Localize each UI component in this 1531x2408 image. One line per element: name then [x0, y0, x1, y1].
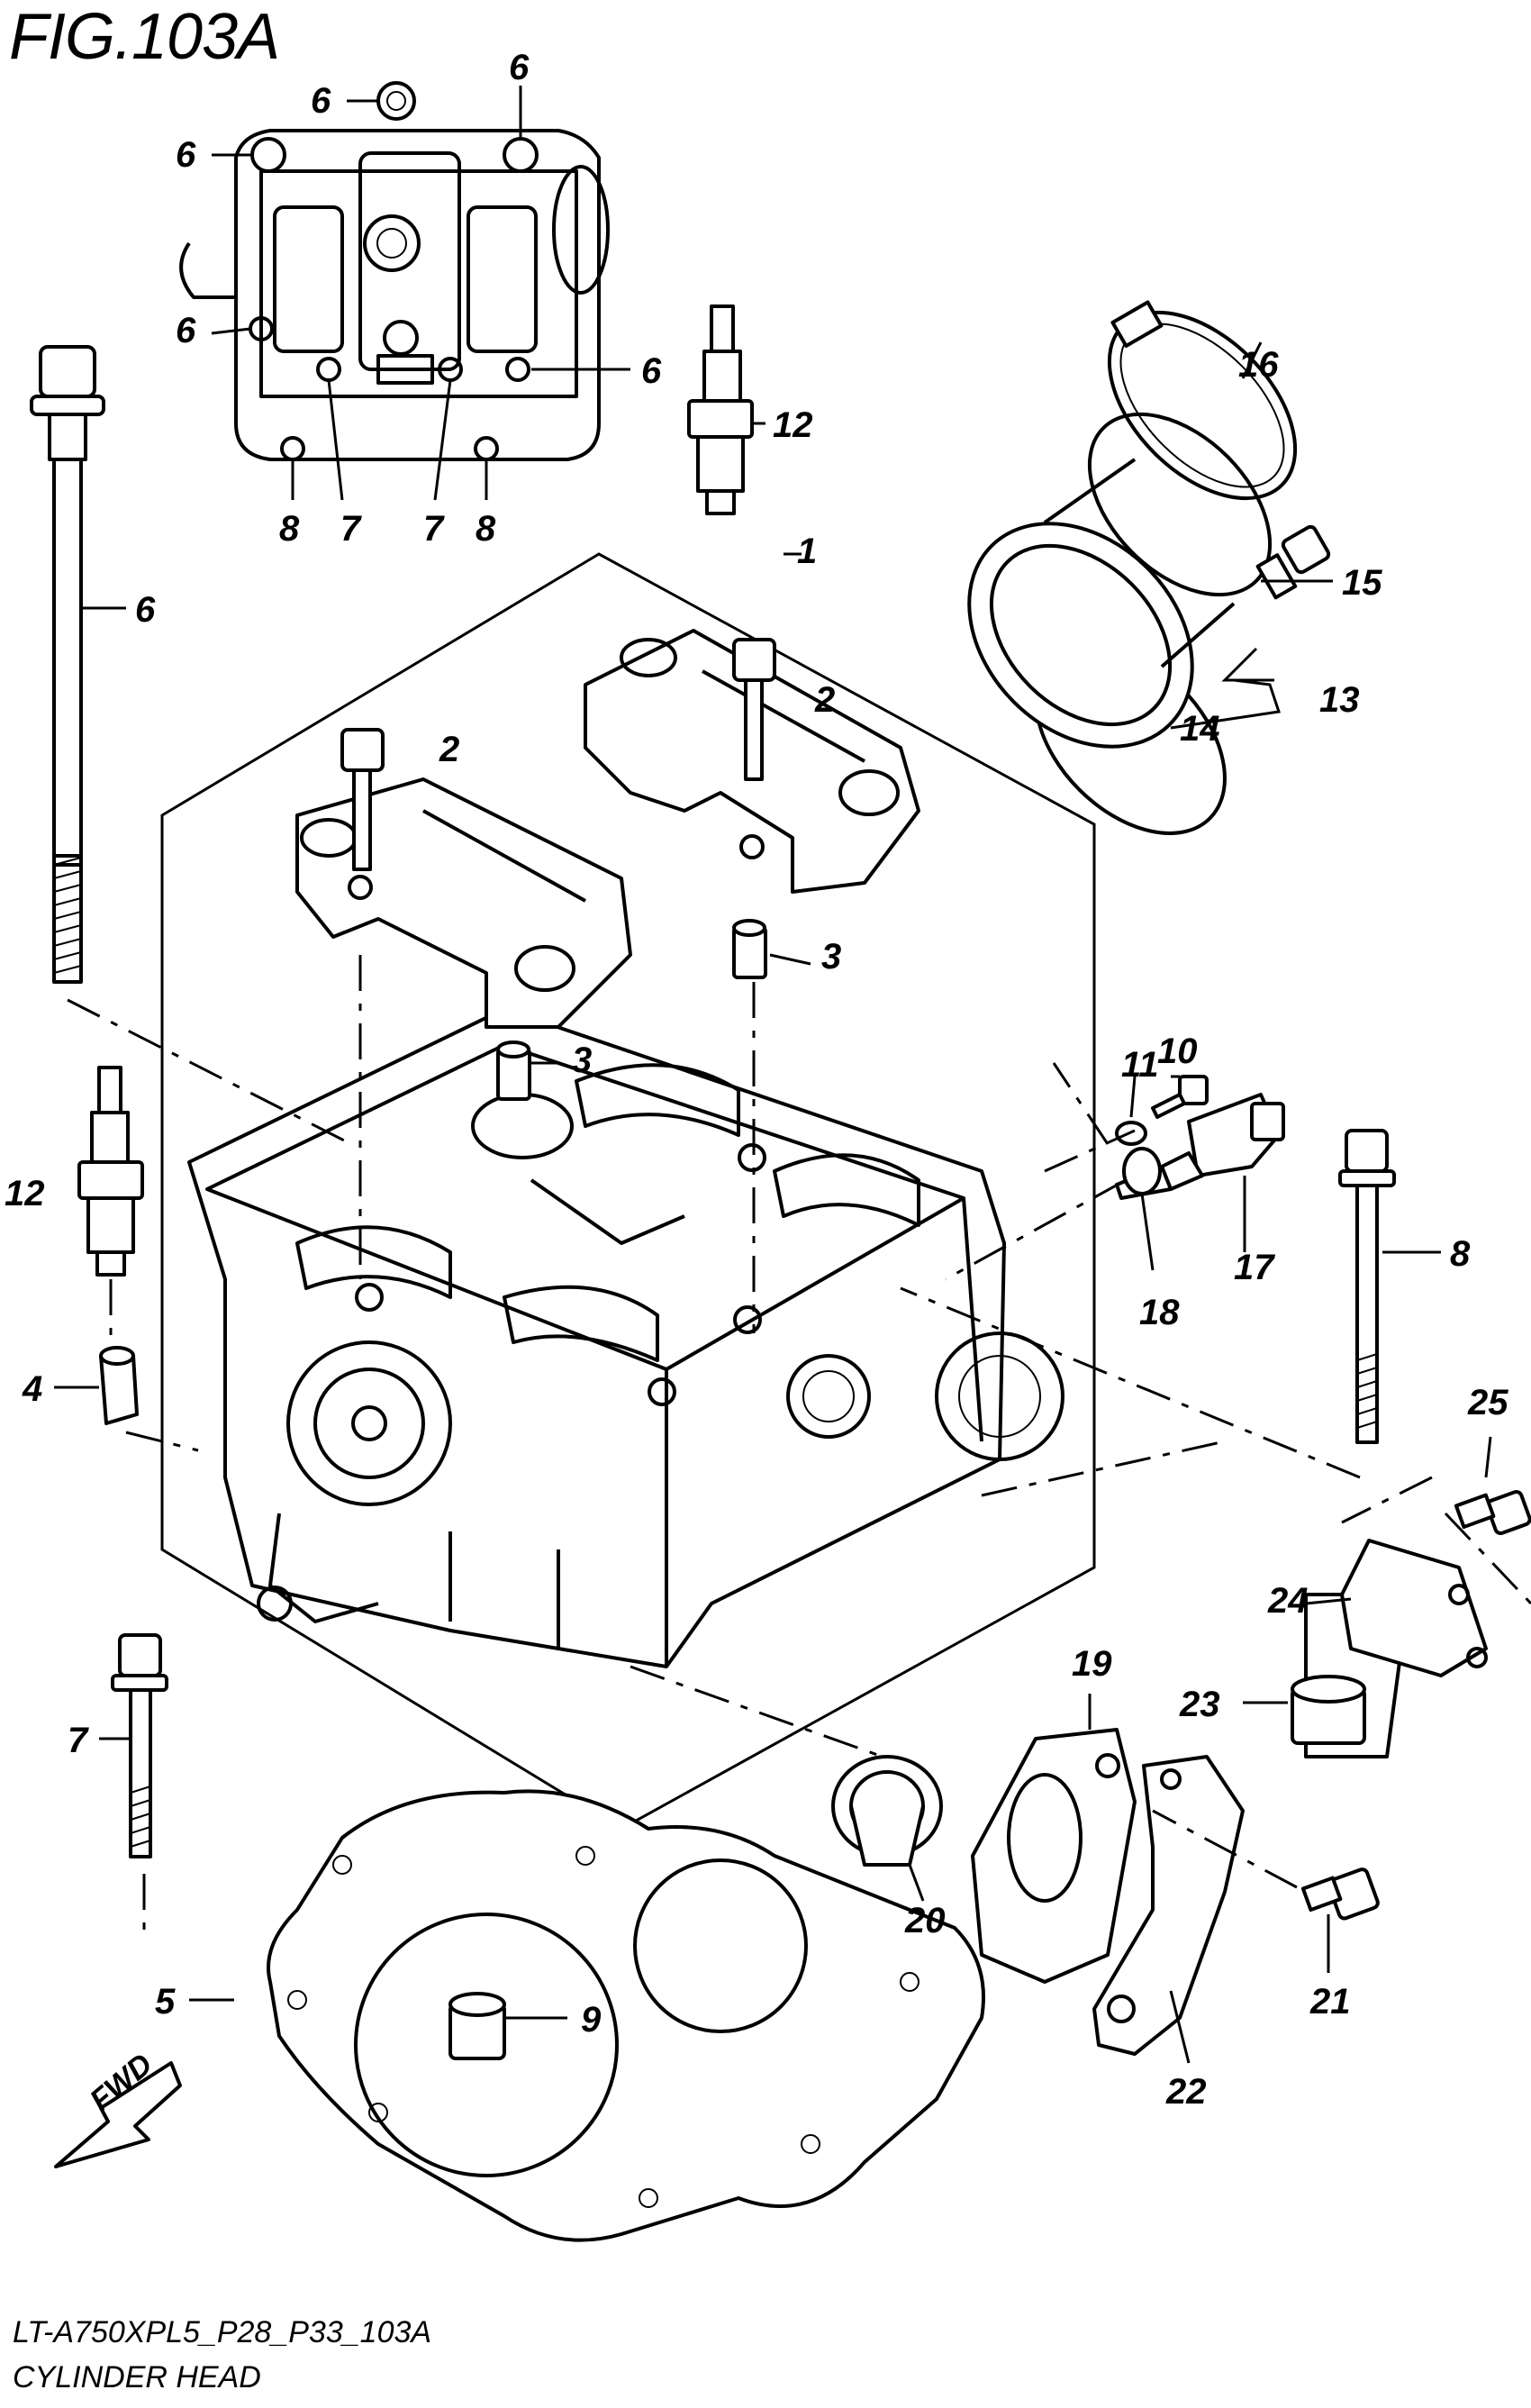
- thermostat-housing: [971, 1728, 1137, 1984]
- spark-plug-top: [687, 304, 754, 515]
- cylinder-head-bolt-long: [30, 345, 105, 984]
- bolt-21: [1300, 1867, 1380, 1921]
- callout-6d: 6: [176, 311, 196, 350]
- cylinder-head-bolt-7: [111, 1633, 168, 1858]
- dowel-pin-3-left: [496, 1040, 531, 1101]
- bolt-25: [1454, 1489, 1531, 1536]
- callout-22: 22: [1165, 2072, 1207, 2112]
- callout-6e: 6: [641, 351, 662, 391]
- callout-labels: 6 6 6 6 6 8 7 7 8 12 16 1 15 6 2 13 14 2…: [5, 48, 1508, 2112]
- callout-25: 25: [1467, 1383, 1508, 1422]
- callout-2b: 2: [814, 680, 835, 720]
- callout-11: 11: [1121, 1045, 1159, 1085]
- callout-24: 24: [1267, 1581, 1309, 1621]
- callout-2a: 2: [439, 730, 459, 769]
- callout-20: 20: [904, 1901, 946, 1940]
- outlet-fitting-23: [1291, 1593, 1407, 1758]
- leader-lines: [54, 86, 1492, 2064]
- camshaft-holder-bolt-left: [340, 728, 385, 871]
- callout-12a: 12: [773, 405, 813, 445]
- figure-title: FIG.103A: [9, 1, 280, 73]
- callout-8c: 8: [1450, 1234, 1471, 1274]
- intake-clamp: [1107, 300, 1298, 501]
- dowel-pin-3-right: [732, 919, 767, 979]
- callout-7c: 7: [68, 1721, 89, 1760]
- callout-6a: 6: [311, 81, 331, 121]
- cylinder-head-body: [187, 1007, 1064, 1668]
- callout-17: 17: [1234, 1248, 1275, 1287]
- callout-5: 5: [155, 1982, 176, 2022]
- callout-19: 19: [1072, 1644, 1112, 1684]
- callout-14: 14: [1180, 709, 1220, 749]
- callout-7a: 7: [340, 509, 362, 549]
- water-outlet-pipe-22: [1092, 1755, 1245, 2056]
- callout-6b: 6: [176, 135, 196, 175]
- callout-18: 18: [1139, 1293, 1180, 1332]
- callout-15: 15: [1342, 563, 1382, 603]
- callout-16: 16: [1238, 345, 1279, 385]
- callout-8b: 8: [476, 509, 496, 549]
- forward-direction-arrow: FWD: [54, 2047, 182, 2168]
- intake-pipe: [967, 412, 1273, 835]
- callout-3b: 3: [572, 1040, 592, 1080]
- cylinder-head-top-view: [179, 81, 610, 461]
- figure-name: CYLINDER HEAD: [13, 2360, 261, 2394]
- camshaft-holder-bolt-right: [732, 638, 776, 781]
- callout-4: 4: [22, 1369, 42, 1409]
- assembly-lines: [67, 955, 1531, 1937]
- callout-7b: 7: [423, 509, 445, 549]
- callout-6c: 6: [509, 48, 530, 87]
- callout-9: 9: [581, 2000, 602, 2040]
- sensor-bolt-10: [1151, 1075, 1209, 1119]
- callout-21: 21: [1309, 1982, 1351, 2022]
- o-ring-18: [1122, 1147, 1162, 1195]
- dowel-pin-4: [99, 1346, 139, 1425]
- clamp-screw-15: [1255, 524, 1331, 600]
- figure-code: LT-A750XPL5_P28_P33_103A: [13, 2315, 432, 2349]
- callout-23: 23: [1179, 1685, 1220, 1724]
- cylinder-head-gasket: [267, 1789, 985, 2242]
- callout-12b: 12: [5, 1174, 45, 1213]
- outlet-cover-24: [1340, 1539, 1488, 1677]
- thermostat: [831, 1755, 943, 1867]
- cylinder-head-bolt-8: [1338, 1129, 1396, 1444]
- spark-plug-left: [77, 1066, 144, 1277]
- callout-3a: 3: [821, 937, 841, 977]
- callout-8a: 8: [279, 509, 300, 549]
- camshaft-holder-left: [295, 777, 632, 1029]
- callout-10: 10: [1157, 1031, 1198, 1071]
- callout-6f: 6: [135, 590, 156, 630]
- callout-13: 13: [1319, 680, 1360, 720]
- callout-1: 1: [797, 532, 817, 571]
